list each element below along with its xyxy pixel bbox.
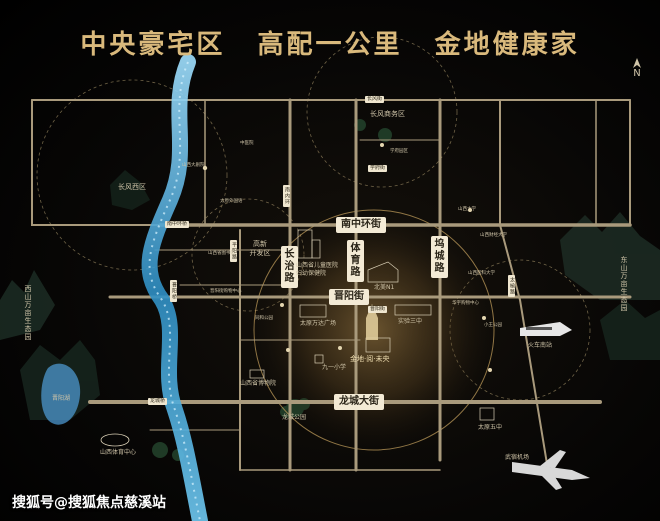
compass-letter: N bbox=[633, 68, 641, 79]
road-nanneihuan: 南内环 bbox=[283, 185, 290, 207]
headline-part1: 中央豪宅区 bbox=[80, 30, 226, 60]
place-longcheng-park: 龙城公园 bbox=[282, 414, 307, 421]
building-icons bbox=[249, 229, 495, 421]
road-xuefu-jie: 学府街 bbox=[368, 165, 388, 172]
one-km-ring bbox=[253, 209, 495, 451]
place-shanxi-university: 山西大学 bbox=[458, 207, 476, 212]
road-pingyang-lu: 平阳路 bbox=[230, 240, 237, 262]
headline: 中央豪宅区 高配一公里 金地健康家 bbox=[0, 24, 660, 61]
place-jiuyi-xiaoxue: 九一小学 bbox=[322, 364, 347, 371]
place-taiyuan-high: 太原外国语 bbox=[220, 199, 243, 204]
place-taiyuan-wuzhong: 太原五中 bbox=[478, 424, 503, 431]
place-shanxi-medical: 山西医科大学 bbox=[468, 271, 495, 276]
road-changzhi-lu: 长治路 bbox=[281, 246, 298, 288]
place-shanxi-museum: 山西省博物院 bbox=[240, 380, 277, 387]
place-shiyan-sanzhong: 实验三中 bbox=[398, 318, 423, 325]
place-xiaodian: 学府园区 bbox=[390, 149, 408, 154]
road-tiyu-lu: 体育路 bbox=[347, 240, 364, 282]
place-jinyang-lake: 晋阳湖 bbox=[52, 395, 71, 402]
train-icon bbox=[520, 322, 572, 336]
place-changfeng-business: 长风商务区 bbox=[370, 110, 405, 118]
headline-part2: 高配一公里 bbox=[257, 30, 403, 60]
road-tai-yu-lu: 太榆路 bbox=[508, 275, 515, 297]
watermark: 搜狐号@搜狐焦点慈溪站 bbox=[12, 495, 166, 511]
road-nanzhong-huanjie: 南中环街 bbox=[336, 217, 386, 233]
headline-part3: 金地健康家 bbox=[434, 30, 580, 60]
place-dongshan-eco: 东山万亩生态园 bbox=[620, 256, 628, 312]
place-shanxi-grand-theatre: 山西大剧院 bbox=[182, 163, 205, 168]
plane-icon bbox=[512, 450, 590, 490]
jinyang-lake bbox=[41, 363, 81, 425]
road-changfeng-jie: 长风街 bbox=[365, 96, 385, 103]
place-tonghe-park: 同和公园 bbox=[255, 316, 273, 321]
place-changfeng-west: 长风西区 bbox=[118, 183, 146, 191]
north-arrow-icon bbox=[633, 58, 641, 68]
mountains-right bbox=[560, 212, 660, 360]
jindi-tower-icon bbox=[366, 304, 378, 340]
road-jinyang-jie: 晋阳街 bbox=[329, 289, 369, 305]
stadium-icon bbox=[100, 433, 130, 447]
place-shanxi-library: 山西省图书馆 bbox=[208, 251, 235, 256]
place-gaoxin-kaifaqu: 高新 开发区 bbox=[249, 240, 271, 257]
place-shanxi-university-finance: 山西财经大学 bbox=[480, 233, 507, 238]
fen-river-highlight bbox=[148, 61, 201, 521]
place-zhongyi-hospital: 中医院 bbox=[240, 141, 254, 146]
place-xishan-eco: 西山万亩生态园 bbox=[24, 285, 32, 341]
place-huayu-mall: 华宇购物中心 bbox=[452, 301, 479, 306]
place-jindi-project: 金地·阅·未央 bbox=[350, 355, 390, 363]
road-longcheng-dajie: 龙城大街 bbox=[334, 394, 384, 410]
road-longcheng-bridge: 龙城桥 bbox=[148, 398, 168, 405]
place-wusu-airport: 武宿机场 bbox=[505, 454, 530, 461]
road-jinyang-bridge: 晋阳桥 bbox=[170, 280, 177, 302]
place-taiyuan-wanda: 太原万达广场 bbox=[300, 320, 337, 327]
place-train-station: 火车南站 bbox=[528, 342, 553, 349]
road-jinyang-jie-2: 晋阳街 bbox=[368, 306, 388, 313]
place-jinyang-mall: 晋阳街购物中心 bbox=[210, 289, 242, 294]
location-pins bbox=[202, 143, 492, 372]
road-nanzhonghuan-bridge: 南中环桥 bbox=[165, 221, 190, 228]
place-women-children-hospital: 山西省儿童医院 妇幼保健院 bbox=[296, 262, 339, 277]
road-wucheng-lu: 坞城路 bbox=[431, 236, 448, 278]
place-xiaowang-park: 小王公园 bbox=[484, 323, 502, 328]
place-beimei-n1: 北美N1 bbox=[374, 284, 395, 291]
place-shanxi-sports: 山西体育中心 bbox=[100, 449, 137, 456]
